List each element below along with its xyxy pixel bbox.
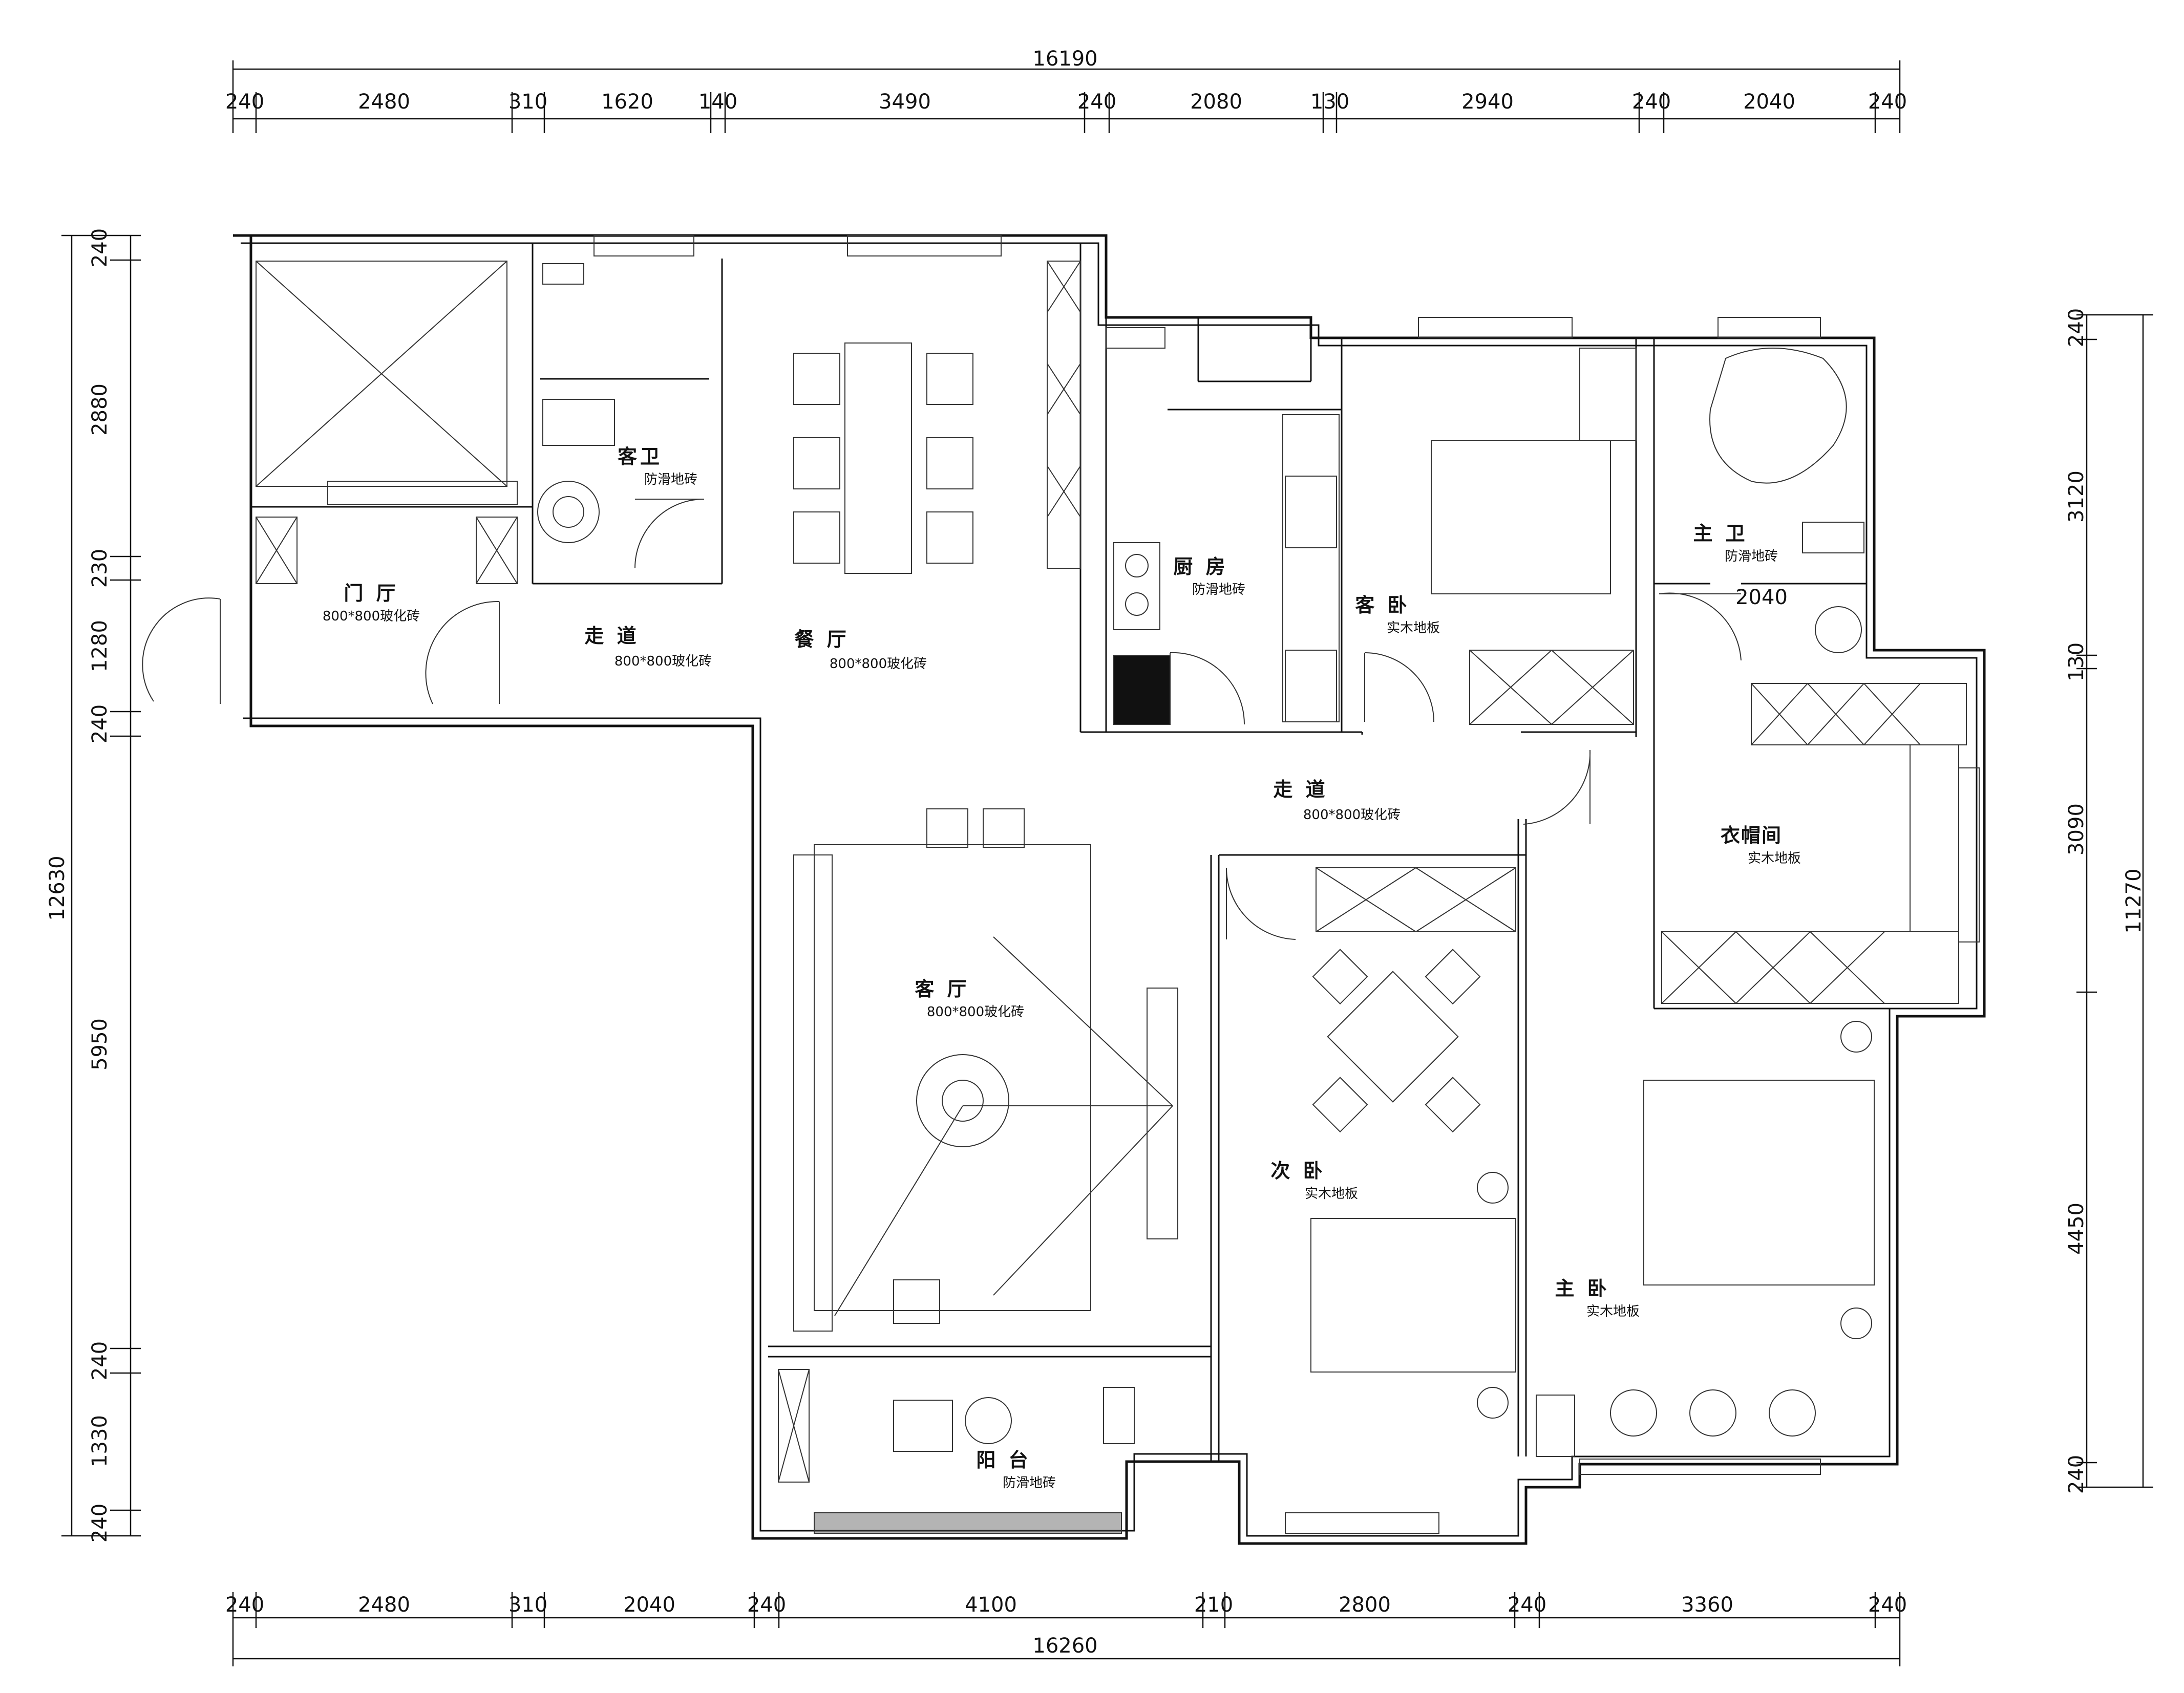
room-name: 客 卧 (1355, 594, 1410, 616)
dim-label: 5950 (88, 1018, 112, 1070)
room-floor: 实木地板 (1586, 1304, 1640, 1319)
room-name: 门 厅 (344, 582, 398, 605)
left-total-dim: 12630 (46, 855, 69, 920)
dim-label: 2480 (358, 1593, 410, 1617)
dim-label: 4100 (965, 1593, 1017, 1617)
dim-label: 130 (2065, 642, 2088, 681)
room-floor: 实木地板 (1748, 851, 1801, 866)
dim-label: 210 (1194, 1593, 1233, 1617)
room-name: 次 卧 (1270, 1160, 1325, 1182)
bottom-total-dim: 16260 (1032, 1634, 1097, 1658)
dim-label: 310 (508, 1593, 547, 1617)
dim-label: 230 (88, 549, 112, 588)
windows (327, 235, 1980, 1534)
dim-label: 240 (1868, 90, 1907, 114)
dim-label: 240 (88, 704, 112, 743)
room-floor: 实木地板 (1387, 620, 1440, 636)
dim-label: 240 (2065, 308, 2088, 347)
room-floor: 800*800玻化砖 (1303, 807, 1401, 823)
room-labels: 门 厅 800*800玻化砖 客卫 防滑地砖 走 道 800*800玻化砖 餐 … (323, 445, 1801, 1491)
doors (142, 499, 1742, 940)
dim-label: 2880 (88, 383, 112, 436)
dim-label: 3490 (879, 90, 931, 114)
dim-label: 130 (1310, 90, 1349, 114)
room-floor: 实木地板 (1305, 1186, 1358, 1202)
room-name: 主 卫 (1693, 522, 1748, 545)
dim-label: 240 (1868, 1593, 1907, 1617)
room-name: 餐 厅 (794, 628, 849, 651)
dim-label: 240 (225, 90, 264, 114)
dim-label: 240 (88, 1341, 112, 1380)
room-name: 厨 房 (1173, 555, 1228, 578)
dim-label: 2080 (1190, 90, 1242, 114)
interior-dim-label: 2040 (1735, 586, 1788, 609)
left-segment-dims: 240 2880 230 1280 240 5950 240 1330 240 (88, 228, 112, 1542)
room-floor: 防滑地砖 (1725, 549, 1778, 564)
dim-label: 2040 (623, 1593, 675, 1617)
right-total-dim: 11270 (2122, 868, 2146, 933)
furniture (256, 261, 1967, 1483)
dim-label: 240 (1508, 1593, 1546, 1617)
right-segment-dims: 240 3120 130 3090 4450 240 (2065, 308, 2088, 1494)
top-segment-dims: 240 2480 310 1620 140 3490 240 2080 130 … (225, 90, 1907, 114)
dim-label: 240 (88, 1504, 112, 1542)
top-dimensions: 16190 240 2480 310 1620 140 3490 240 208… (225, 47, 1907, 133)
dim-label: 2040 (1743, 90, 1795, 114)
dim-label: 240 (1632, 90, 1671, 114)
top-total-dim: 16190 (1032, 47, 1097, 71)
room-name: 客 厅 (915, 978, 969, 1000)
room-name: 走 道 (1273, 778, 1328, 801)
dim-label: 1330 (88, 1415, 112, 1467)
dim-label: 3360 (1681, 1593, 1733, 1617)
room-name: 走 道 (584, 625, 639, 647)
room-floor: 防滑地砖 (1003, 1475, 1056, 1491)
room-floor: 800*800玻化砖 (830, 656, 927, 672)
dim-label: 1280 (88, 620, 112, 672)
dim-label: 1620 (601, 90, 653, 114)
room-floor: 防滑地砖 (1192, 582, 1245, 597)
dim-label: 240 (88, 228, 112, 267)
room-floor: 800*800玻化砖 (323, 609, 420, 624)
room-floor: 800*800玻化砖 (614, 654, 712, 669)
dim-label: 240 (747, 1593, 786, 1617)
room-floor: 防滑地砖 (644, 472, 697, 487)
dim-label: 2480 (358, 90, 410, 114)
dim-label: 2800 (1339, 1593, 1391, 1617)
room-name: 主 卧 (1555, 1277, 1609, 1300)
dim-label: 240 (225, 1593, 264, 1617)
dim-label: 3120 (2065, 470, 2088, 523)
bottom-dimensions: 240 2480 310 2040 240 4100 210 2800 240 … (225, 1592, 1907, 1666)
room-name: 衣帽间 (1721, 824, 1782, 847)
right-dimensions: 240 3120 130 3090 4450 240 11270 (2065, 308, 2153, 1494)
bottom-segment-dims: 240 2480 310 2040 240 4100 210 2800 240 … (225, 1593, 1907, 1617)
room-name: 阳 台 (976, 1449, 1031, 1471)
dim-label: 240 (2065, 1455, 2088, 1494)
dim-label: 240 (1077, 90, 1116, 114)
room-name: 客卫 (618, 445, 663, 468)
dim-label: 2940 (1461, 90, 1514, 114)
room-floor: 800*800玻化砖 (927, 1004, 1024, 1020)
dim-label: 140 (698, 90, 737, 114)
dim-label: 3090 (2065, 803, 2088, 855)
walls (142, 234, 1986, 1545)
dim-label: 310 (508, 90, 547, 114)
dim-label: 4450 (2065, 1203, 2088, 1255)
left-dimensions: 12630 240 2880 230 1280 240 5950 240 133… (46, 228, 141, 1542)
